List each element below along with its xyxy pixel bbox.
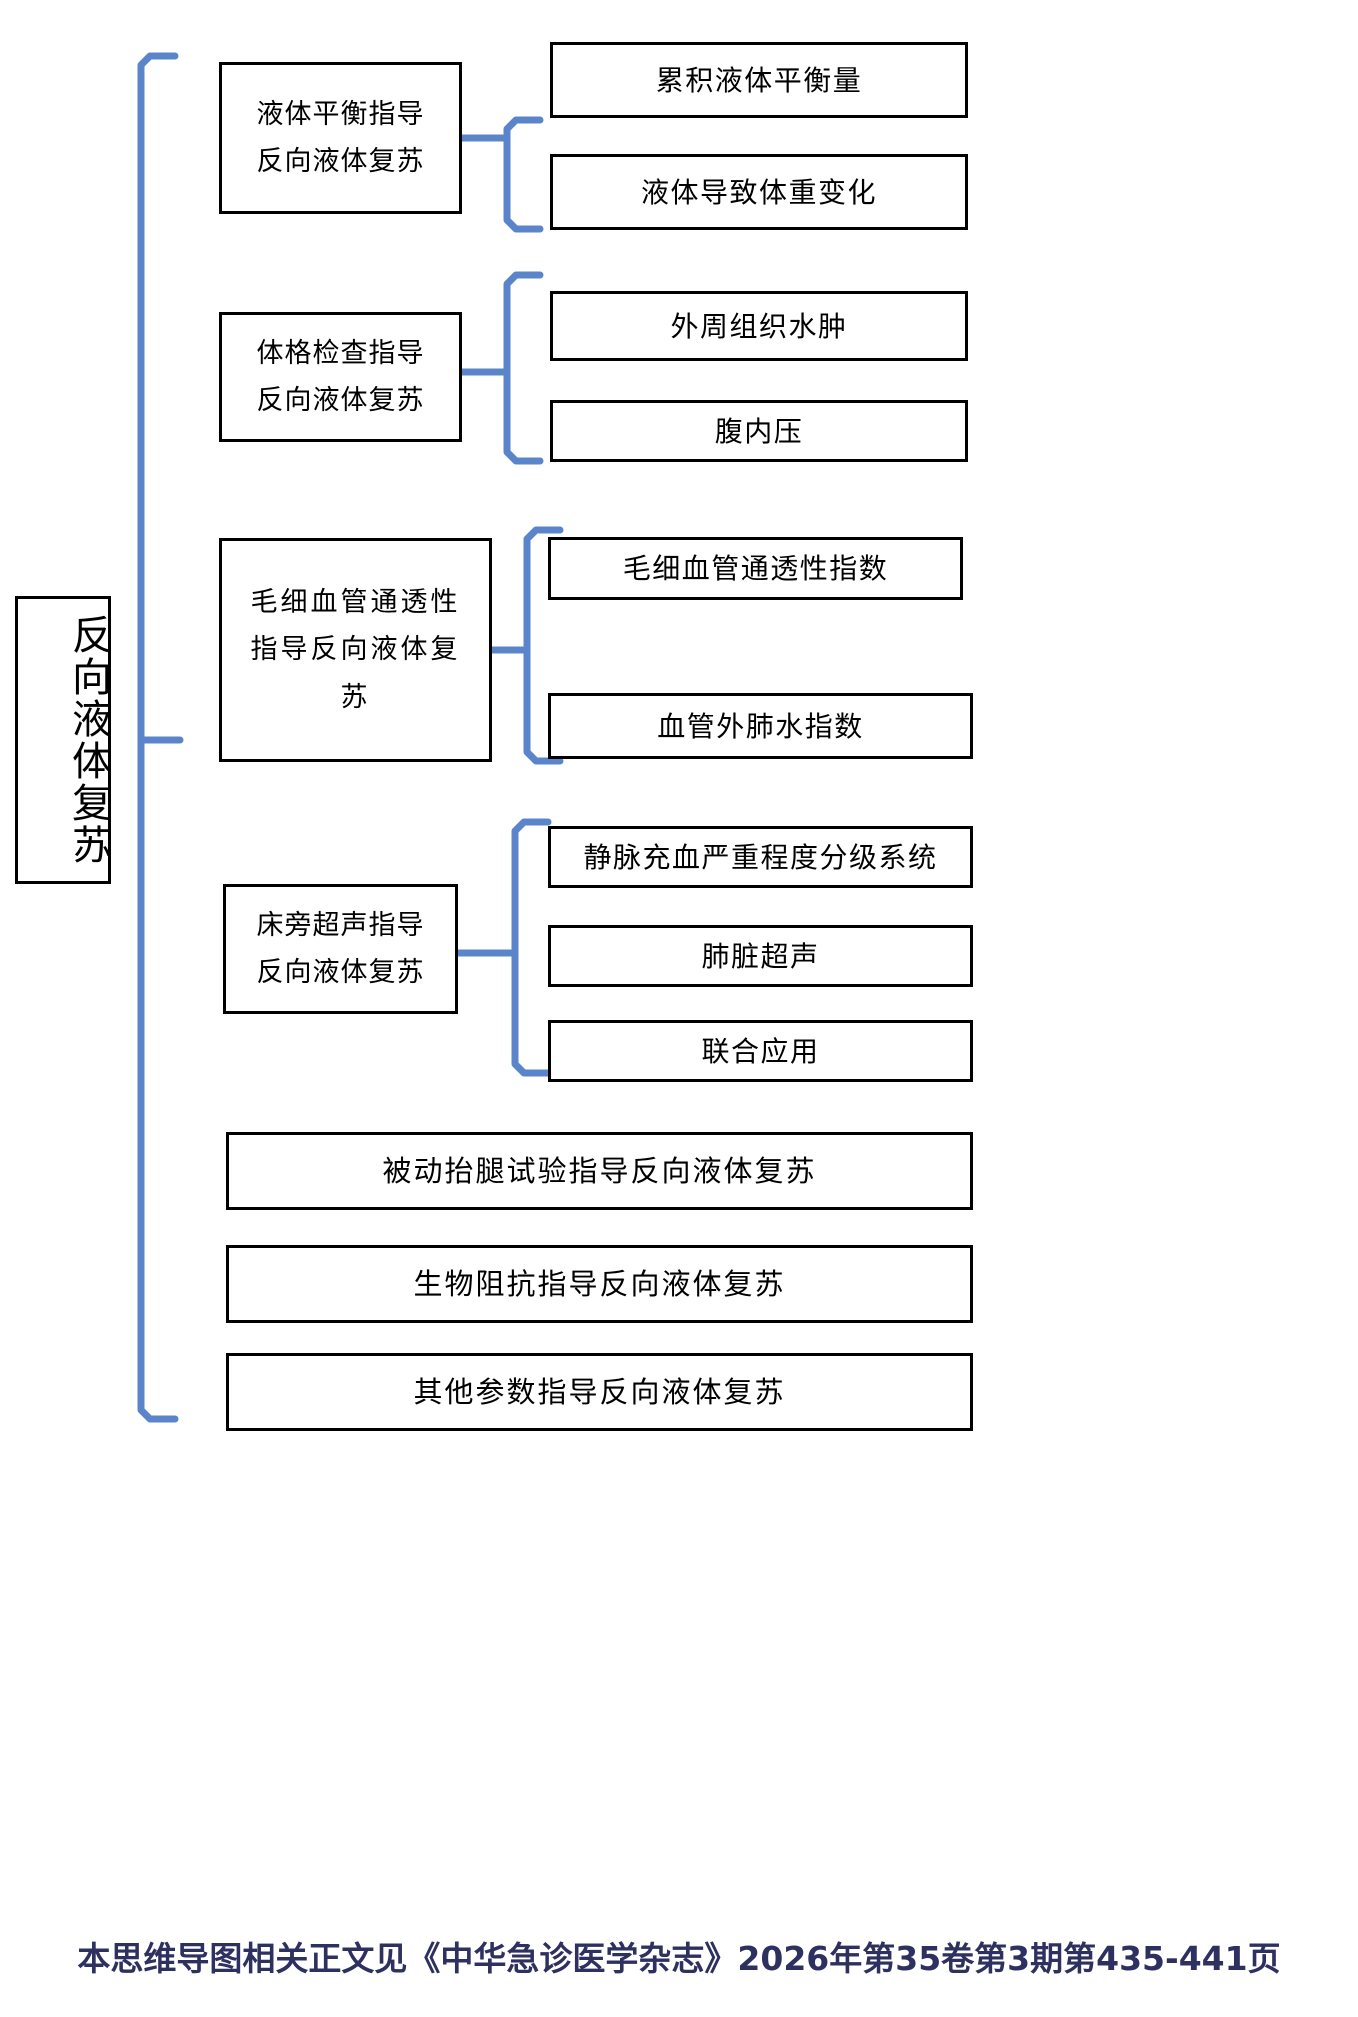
root-node-label: 反向液体复苏 [65, 614, 111, 866]
branch-node-passive-leg-raise[interactable]: 被动抬腿试验指导反向液体复苏 [226, 1132, 973, 1210]
leaf-node-cumulative-fluid-balance[interactable]: 累积液体平衡量 [550, 42, 968, 118]
branch-node-other-parameters-label: 其他参数指导反向液体复苏 [413, 1374, 786, 1409]
leaf-node-capillary-permeability-index-label: 毛细血管通透性指数 [622, 552, 889, 585]
branch-node-physical-exam[interactable]: 体格检查指导 反向液体复苏 [219, 312, 462, 442]
source-citation: 本思维导图相关正文见《中华急诊医学杂志》2026年第35卷第3期第435-441… [0, 1932, 1358, 1980]
leaf-node-capillary-permeability-index[interactable]: 毛细血管通透性指数 [548, 537, 963, 600]
leaf-node-intra-abdominal-pressure-label: 腹内压 [714, 414, 804, 448]
root-spine-bracket [137, 52, 179, 1423]
leaf-node-combined-application-label: 联合应用 [701, 1034, 820, 1068]
branch-node-other-parameters[interactable]: 其他参数指导反向液体复苏 [226, 1353, 973, 1431]
leaf-node-peripheral-tissue-edema-label: 外周组织水肿 [670, 309, 848, 343]
leaf-node-intra-abdominal-pressure[interactable]: 腹内压 [550, 400, 968, 462]
source-citation-text: 本思维导图相关正文见《中华急诊医学杂志》2026年第35卷第3期第435-441… [77, 1939, 1281, 1978]
branch-node-bioimpedance[interactable]: 生物阻抗指导反向液体复苏 [226, 1245, 973, 1323]
leaf-node-extravascular-lung-water-index-label: 血管外肺水指数 [657, 709, 864, 743]
leaf-node-extravascular-lung-water-index[interactable]: 血管外肺水指数 [548, 693, 973, 759]
leaf-node-combined-application[interactable]: 联合应用 [548, 1020, 973, 1082]
leaf-node-fluid-induced-weight-change[interactable]: 液体导致体重变化 [550, 154, 968, 230]
branch-node-capillary-permeability[interactable]: 毛细血管通透性 指导反向液体复 苏 [219, 538, 492, 762]
branch-node-bedside-ultrasound[interactable]: 床旁超声指导 反向液体复苏 [223, 884, 458, 1014]
branch-1-bracket [503, 116, 544, 233]
leaf-node-fluid-induced-weight-change-label: 液体导致体重变化 [640, 175, 877, 209]
branch-4-bracket [511, 818, 552, 1077]
branch-node-passive-leg-raise-label: 被动抬腿试验指导反向液体复苏 [382, 1153, 817, 1188]
leaf-node-peripheral-tissue-edema[interactable]: 外周组织水肿 [550, 291, 968, 361]
root-node[interactable]: 反向液体复苏 [15, 596, 111, 884]
branch-2-bracket [503, 271, 544, 465]
branch-node-physical-exam-label: 体格检查指导 反向液体复苏 [256, 337, 425, 416]
leaf-node-lung-ultrasound-label: 肺脏超声 [701, 939, 820, 973]
branch-node-fluid-balance-label: 液体平衡指导 反向液体复苏 [256, 98, 425, 177]
leaf-node-venous-congestion-grading-label: 静脉充血严重程度分级系统 [583, 840, 938, 874]
branch-node-bedside-ultrasound-label: 床旁超声指导 反向液体复苏 [256, 909, 425, 988]
leaf-node-venous-congestion-grading[interactable]: 静脉充血严重程度分级系统 [548, 826, 973, 888]
branch-node-fluid-balance[interactable]: 液体平衡指导 反向液体复苏 [219, 62, 462, 214]
branch-node-capillary-permeability-label: 毛细血管通透性 指导反向液体复 苏 [250, 587, 461, 713]
leaf-node-cumulative-fluid-balance-label: 累积液体平衡量 [655, 63, 863, 97]
branch-node-bioimpedance-label: 生物阻抗指导反向液体复苏 [413, 1266, 786, 1301]
leaf-node-lung-ultrasound[interactable]: 肺脏超声 [548, 925, 973, 987]
